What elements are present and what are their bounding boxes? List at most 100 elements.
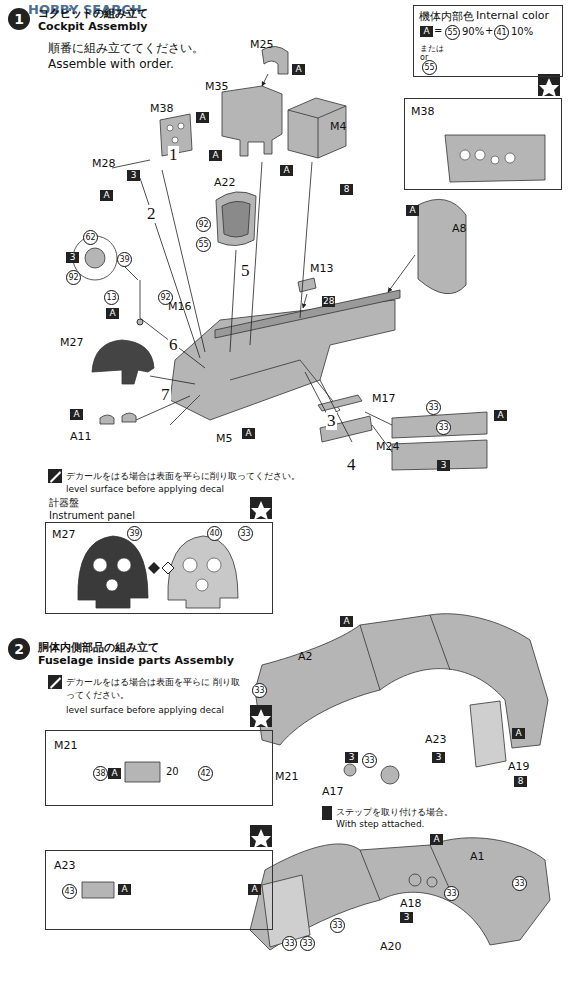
callout-number: 92 [196,217,211,232]
part-name: M5 [216,432,233,445]
color-code: 3 [400,912,413,923]
note-text: level surface before applying decal [66,484,224,494]
callout-number: 33 [238,526,253,541]
step-number: 5 [240,262,251,280]
part-name: A8 [452,222,467,235]
inset-label: A23 [54,859,76,872]
callout-number: 39 [117,252,132,267]
section-heading: 胴体内側部品の組み立て [38,640,159,655]
color-code: A [108,768,121,779]
part-name: M4 [330,120,347,133]
color-code: A [420,26,433,37]
step-number: 1 [168,146,179,164]
callout-number: 55 [445,25,460,40]
callout-number: 33 [362,753,377,768]
section-heading: Cockpit Assembly [38,20,148,33]
callout-number: 33 [300,936,315,951]
color-code: A [70,409,83,420]
callout-number: 33 [512,876,527,891]
note-text: デカールをはる場合は表面を平らに削り取ってください。 [66,470,300,483]
callout-number: 33 [426,400,441,415]
inset-box: M21 [45,730,273,806]
callout-number: 40 [207,526,222,541]
color-code: 3 [437,460,450,471]
color-code: A [209,150,222,161]
callout-number: 33 [330,918,345,933]
callout-number: 92 [66,270,81,285]
color-code: 8 [514,776,527,787]
part-name: A20 [380,940,402,953]
note-text: 順番に組み立ててください。 [48,40,204,57]
section-heading: Fuselage inside parts Assembly [38,654,234,667]
inset-label: Internal color [476,9,549,22]
part-name: A22 [214,176,236,189]
part-name: M24 [376,440,400,453]
part-name: A1 [470,850,485,863]
step-badge: 1 [8,8,30,30]
note-text: または [420,43,444,54]
callout-number: 62 [83,230,98,245]
callout-number: 55 [196,237,211,252]
color-code: A [494,410,507,421]
note-text: 90% [462,26,484,37]
color-code: A [118,884,131,895]
part-name: A19 [508,760,530,773]
color-code: 3 [432,752,445,763]
step-number: 6 [168,336,179,354]
part-name: M13 [310,262,334,275]
color-code: 3 [127,170,140,181]
color-code: A [106,308,119,319]
part-name: A17 [322,785,344,798]
step-number: 3 [326,412,337,430]
color-code: A [340,616,353,627]
callout-number: 33 [444,886,459,901]
inset-label: Instrument panel [49,510,135,521]
callout-number: 41 [494,25,509,40]
part-name: M25 [250,38,274,51]
callout-number: 33 [282,936,297,951]
inset-label: 計器盤 [49,496,79,510]
color-code: A [406,205,419,216]
note-text: + [485,25,493,36]
note-text: 10% [511,26,533,37]
part-name: M21 [275,770,299,783]
color-code: A [512,728,525,739]
callout-number: 13 [104,290,119,305]
callout-number: 39 [127,526,142,541]
note-text: 20 [166,766,179,777]
inset-label: 機体内部色 [419,9,474,24]
part-name: A11 [70,430,92,443]
inset-box: A23 [45,850,273,930]
part-name: M38 [150,102,174,115]
part-name: M17 [372,392,396,405]
color-code: A [242,428,255,439]
color-code: A [248,884,261,895]
inset-label: M27 [52,528,76,541]
callout-number: 43 [62,884,77,899]
callout-number: 38 [93,766,108,781]
color-code: 3 [345,752,358,763]
step-badge: 2 [8,638,30,660]
note-text: = [434,25,442,36]
color-code: 8 [340,184,353,195]
callout-number: 42 [198,766,213,781]
callout-number: 33 [252,683,267,698]
part-name: M16 [168,300,192,313]
step-number: 4 [346,456,357,474]
part-name: M27 [60,336,84,349]
callout-number: 55 [422,60,437,75]
note-text: デカールをはる場合は表面を平らに 削り取ってください。 [66,676,241,702]
inset-label: M21 [54,739,78,752]
section-heading: コクピットの組み立て [38,6,148,21]
part-name: A18 [400,897,422,910]
note-text: Assemble with order. [48,57,174,71]
part-name: A23 [425,733,447,746]
color-code: A [280,165,293,176]
color-code: A [292,64,305,75]
part-name: M28 [92,157,116,170]
part-name: A2 [298,650,313,663]
note-text: level surface before applying decal [66,705,224,715]
color-code: A [196,112,209,123]
